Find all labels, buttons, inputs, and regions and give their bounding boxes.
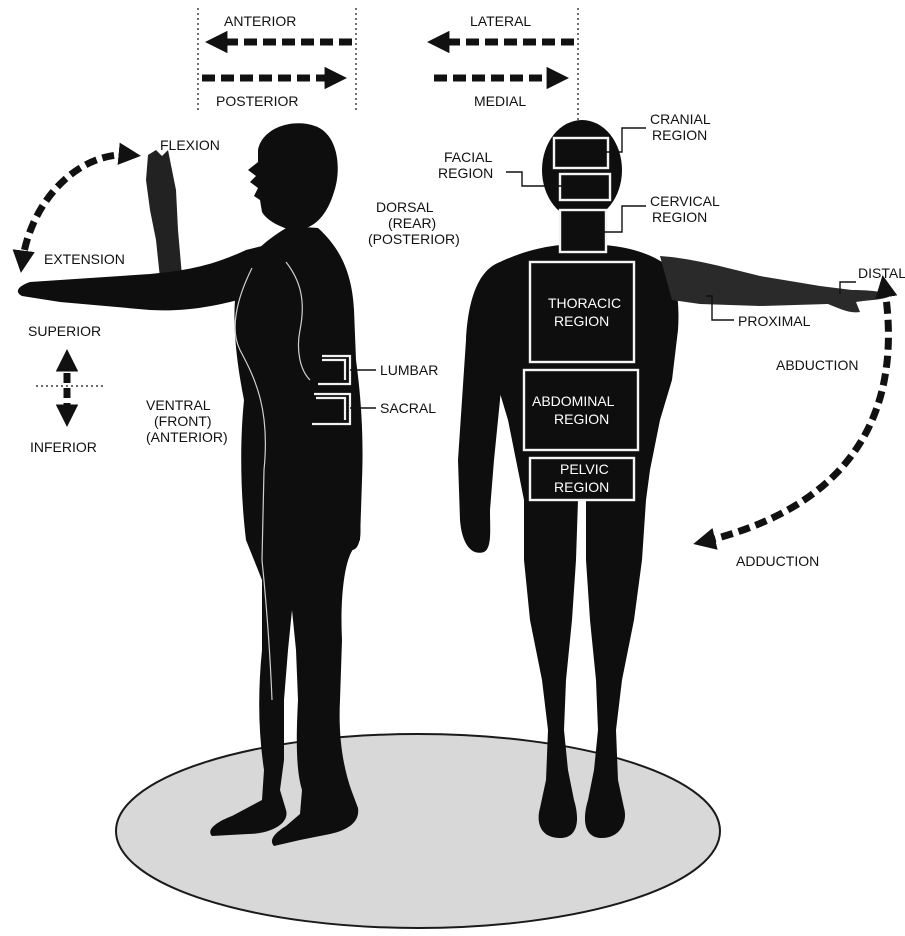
- label-ventral-3: (ANTERIOR): [146, 429, 228, 445]
- label-ventral-1: VENTRAL: [146, 397, 211, 413]
- label-dorsal-3: (POSTERIOR): [368, 231, 460, 247]
- label-thoracic-2: REGION: [554, 313, 609, 329]
- label-anterior: ANTERIOR: [224, 13, 296, 29]
- label-flexion: FLEXION: [160, 137, 220, 153]
- label-lateral: LATERAL: [470, 13, 531, 29]
- label-cranial-2: REGION: [652, 127, 707, 143]
- label-medial: MEDIAL: [474, 93, 526, 109]
- label-dorsal-1: DORSAL: [376, 199, 434, 215]
- label-cervical-2: REGION: [652, 209, 707, 225]
- side-head: [248, 123, 338, 232]
- label-ventral-2: (FRONT): [154, 413, 212, 429]
- label-cervical-1: CERVICAL: [650, 193, 720, 209]
- side-raised-arm: [146, 150, 182, 278]
- label-inferior: INFERIOR: [30, 439, 97, 455]
- direction-arrows: [202, 42, 574, 78]
- flexion-extension-arrow: [22, 155, 132, 264]
- label-dorsal-2: (REAR): [388, 215, 436, 231]
- label-thoracic-1: THORACIC: [548, 295, 621, 311]
- label-adduction: ADDUCTION: [736, 553, 819, 569]
- label-pelvic-1: PELVIC: [560, 461, 609, 477]
- label-posterior: POSTERIOR: [216, 93, 298, 109]
- label-sacral: SACRAL: [380, 400, 436, 416]
- front-right-arm: [660, 256, 890, 312]
- label-facial-1: FACIAL: [444, 149, 492, 165]
- label-cranial-1: CRANIAL: [650, 111, 711, 127]
- label-abdominal-1: ABDOMINAL: [532, 393, 615, 409]
- label-facial-2: REGION: [438, 165, 493, 181]
- label-proximal: PROXIMAL: [738, 313, 811, 329]
- label-abduction: ABDUCTION: [776, 357, 858, 373]
- label-extension: EXTENSION: [44, 251, 125, 267]
- label-distal: DISTAL: [858, 265, 905, 281]
- label-superior: SUPERIOR: [28, 323, 101, 339]
- label-abdominal-2: REGION: [554, 411, 609, 427]
- platform-ellipse: [116, 734, 720, 928]
- front-figure: [458, 120, 890, 838]
- side-figure: [18, 123, 363, 846]
- label-lumbar: LUMBAR: [380, 362, 438, 378]
- front-left-arm: [458, 262, 506, 553]
- label-pelvic-2: REGION: [554, 479, 609, 495]
